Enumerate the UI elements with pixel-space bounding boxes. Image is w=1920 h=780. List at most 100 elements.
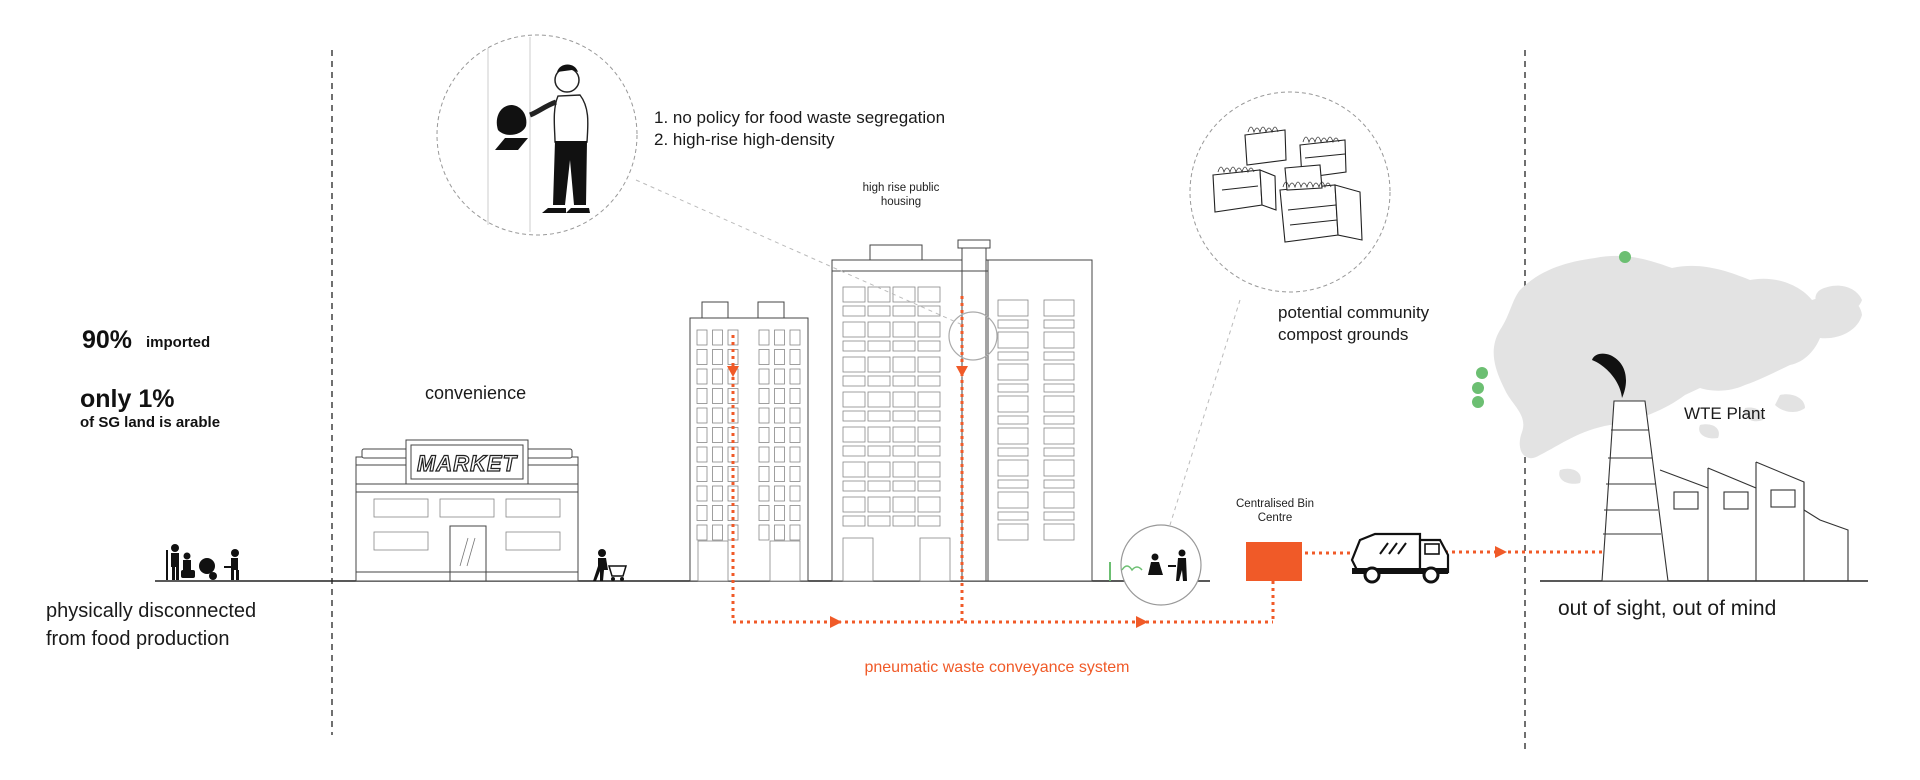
window [696, 524, 708, 541]
window [696, 349, 708, 365]
window [774, 388, 785, 404]
window [842, 375, 866, 387]
window [997, 331, 1029, 349]
window [774, 427, 785, 443]
window [712, 485, 723, 502]
window [842, 515, 866, 527]
window [842, 356, 866, 373]
window [696, 446, 708, 463]
stat-arable-value: only 1% [80, 385, 174, 413]
window [917, 426, 941, 443]
window [997, 511, 1029, 521]
window [997, 459, 1029, 477]
window [774, 446, 785, 463]
window [917, 480, 941, 492]
window [917, 515, 941, 527]
apartment-doors [697, 540, 801, 582]
window [917, 461, 941, 478]
apartment-windows [997, 299, 1075, 541]
compost-site-marker [1472, 382, 1484, 394]
window [842, 426, 866, 443]
window [774, 349, 785, 365]
window [758, 368, 770, 385]
window [712, 446, 723, 463]
window [842, 340, 866, 352]
person-trash-icon [495, 64, 590, 213]
window [892, 426, 916, 443]
window [712, 407, 723, 424]
chute-focus-circle [948, 311, 998, 361]
leader-line [1169, 299, 1241, 526]
window [917, 410, 941, 422]
window [696, 485, 708, 502]
window [867, 391, 891, 408]
window [1043, 351, 1075, 361]
window [727, 388, 739, 404]
window [917, 305, 941, 317]
leader-line [635, 179, 966, 327]
window [712, 368, 723, 385]
window [997, 523, 1029, 541]
window [696, 466, 708, 482]
stat-arable-label: of SG land is arable [80, 414, 220, 431]
compost-label-line2: compost grounds [1278, 325, 1408, 344]
window [758, 446, 770, 463]
window [892, 410, 916, 422]
window [696, 407, 708, 424]
window [1043, 383, 1075, 393]
window [892, 375, 916, 387]
stat-imported-value: 90% [82, 326, 132, 354]
window [867, 461, 891, 478]
window [867, 480, 891, 492]
window [712, 349, 723, 365]
window [1043, 331, 1075, 349]
window [892, 340, 916, 352]
window [842, 410, 866, 422]
window [997, 427, 1029, 445]
window [789, 388, 801, 404]
window [997, 299, 1029, 317]
window [997, 351, 1029, 361]
farmer-icon [166, 544, 239, 580]
window [1043, 363, 1075, 381]
window [774, 524, 785, 541]
window [758, 505, 770, 521]
window [774, 505, 785, 521]
window [1043, 415, 1075, 425]
compost-box-icon [1212, 129, 1363, 243]
window [997, 479, 1029, 489]
window [789, 407, 801, 424]
window [1043, 511, 1075, 521]
compost-inset [1189, 91, 1391, 293]
window [774, 368, 785, 385]
window [917, 496, 941, 513]
window [917, 286, 941, 303]
window [892, 391, 916, 408]
bin-centre-label-line2: Centre [1258, 512, 1293, 524]
window [1043, 447, 1075, 457]
window [917, 445, 941, 457]
window [758, 466, 770, 482]
window [917, 356, 941, 373]
stat-imported-label: imported [146, 334, 210, 351]
out-of-sight-text: out of sight, out of mind [1558, 597, 1776, 620]
wte-plant-building [1601, 400, 1849, 582]
window [696, 368, 708, 385]
window [867, 286, 891, 303]
window [892, 461, 916, 478]
pneumatic-label: pneumatic waste conveyance system [864, 659, 1129, 676]
disconnected-text-line2: from food production [46, 628, 229, 650]
window [917, 375, 941, 387]
window [842, 496, 866, 513]
window [712, 427, 723, 443]
window [712, 505, 723, 521]
window [789, 329, 801, 346]
window [789, 524, 801, 541]
window [789, 446, 801, 463]
window [892, 515, 916, 527]
window [696, 427, 708, 443]
singapore-map [1472, 251, 1862, 484]
window [867, 496, 891, 513]
issue-line1: 1. no policy for food waste segregation [654, 108, 945, 127]
person-trash-inset [436, 34, 638, 236]
